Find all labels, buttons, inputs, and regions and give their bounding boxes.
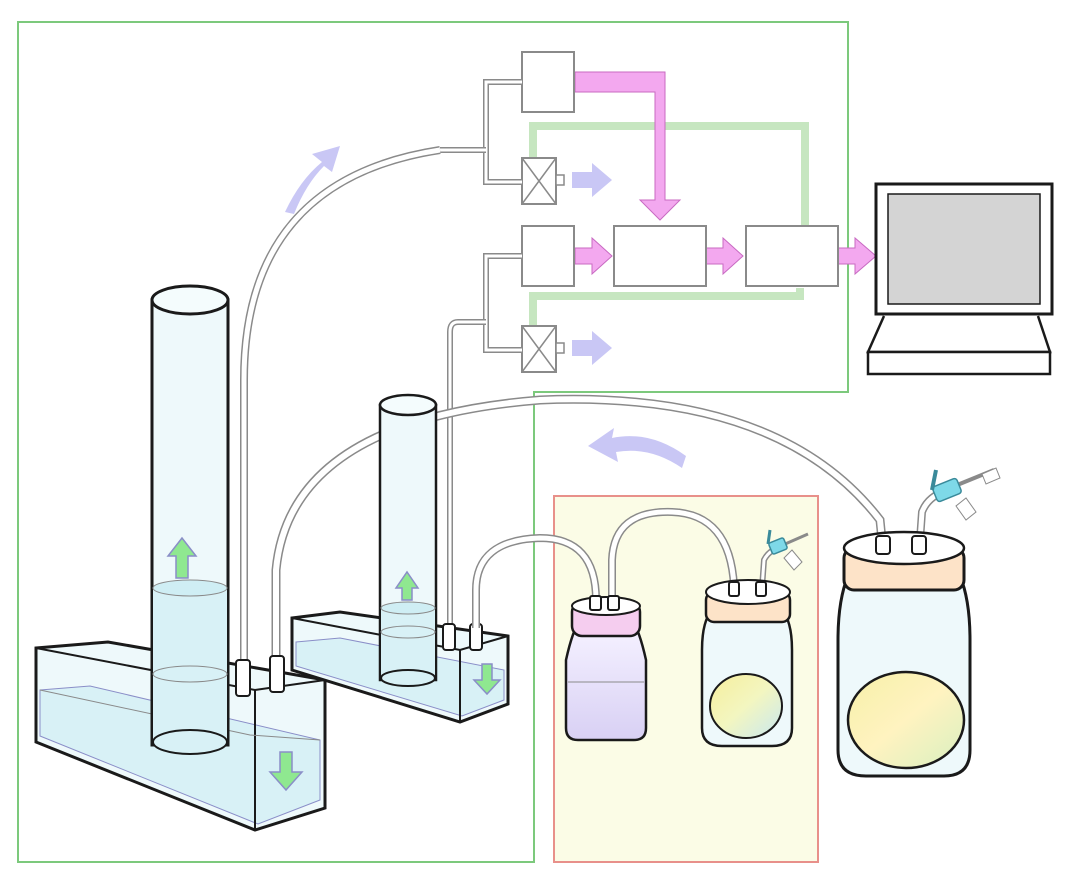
reagent-bottle — [564, 595, 648, 742]
tall-graduated-cylinder — [150, 284, 230, 755]
processor-box-2 — [745, 225, 839, 287]
monitor-icon — [866, 182, 1054, 376]
exhaust-arrow-icon — [572, 331, 612, 365]
green-frame — [17, 21, 849, 863]
flow-arrow-up-icon — [285, 146, 340, 214]
tube-fitting — [235, 659, 251, 697]
signal-arrow-down — [574, 71, 682, 221]
signal-arrow-2 — [705, 236, 744, 276]
sensor-box-top — [521, 51, 575, 113]
tube-fitting — [269, 655, 285, 693]
valve-icon — [521, 157, 565, 205]
level-up-arrow-icon — [166, 536, 198, 579]
short-graduated-cylinder — [378, 393, 438, 687]
tube-fitting — [442, 623, 456, 651]
medium-culture-jar — [700, 579, 794, 748]
flow-arrow-left-icon — [588, 428, 686, 468]
signal-arrow-3 — [837, 236, 877, 276]
level-down-arrow-icon — [472, 663, 502, 696]
valve-icon — [521, 325, 565, 373]
signal-arrow-1 — [574, 236, 613, 276]
control-line-top — [529, 122, 809, 226]
sensor-box-bottom — [521, 225, 575, 287]
gas-line-bottom — [447, 253, 522, 630]
level-down-arrow-icon — [268, 751, 304, 792]
processor-box-1 — [613, 225, 707, 287]
vent-valve-medium-icon — [766, 529, 809, 571]
large-culture-jar — [836, 530, 972, 778]
exhaust-arrow-icon — [572, 163, 612, 197]
gas-line-top — [440, 79, 522, 185]
control-line-bottom — [529, 288, 804, 325]
level-up-arrow-icon — [394, 570, 420, 601]
vent-valve-large-icon — [930, 467, 1001, 521]
